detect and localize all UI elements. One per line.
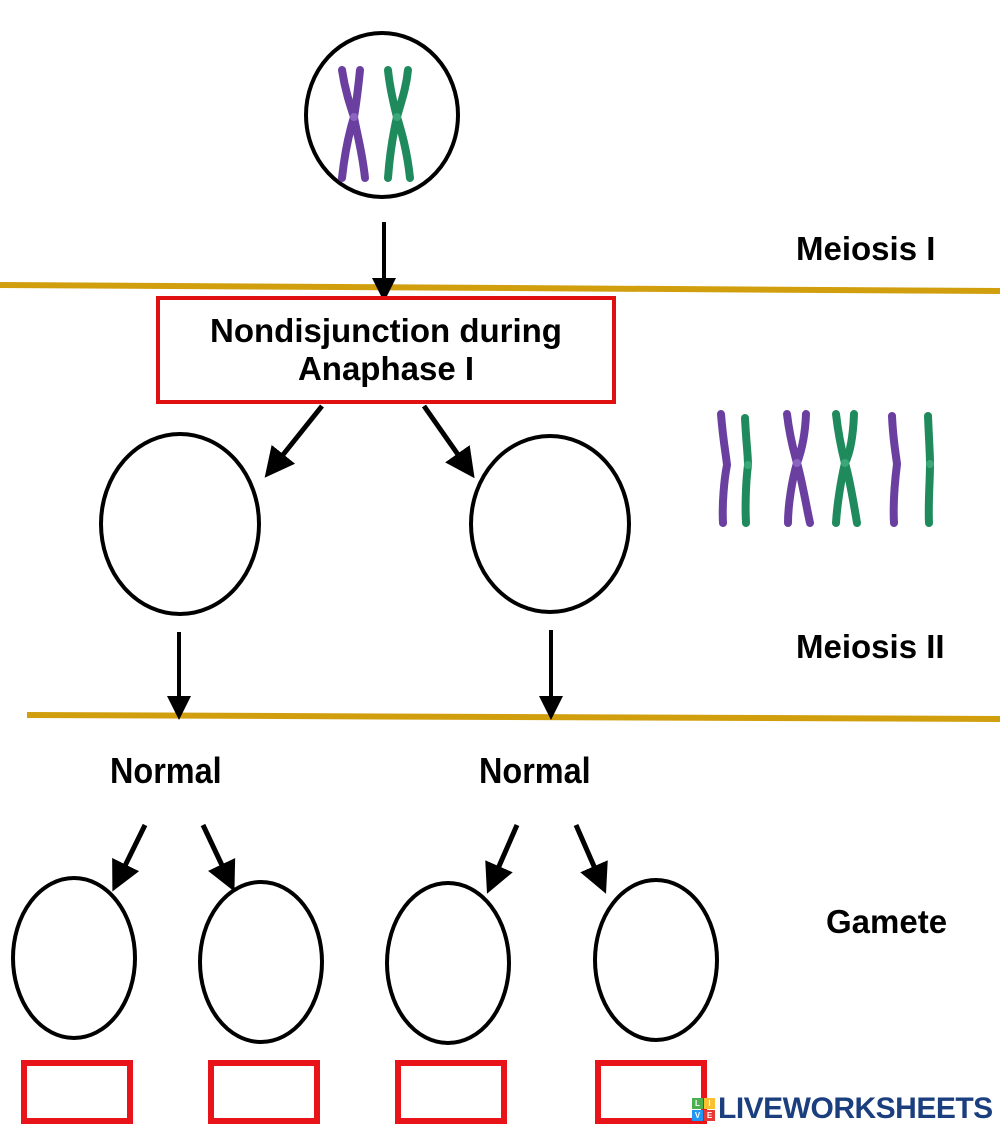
maternal-chromosome bbox=[338, 66, 369, 182]
logo-letter-v: V bbox=[692, 1109, 703, 1121]
gamete-cell-3 bbox=[385, 881, 511, 1045]
chromosome-set bbox=[717, 410, 935, 527]
liveworksheets-logo: L I V E LIVEWORKSHEETS bbox=[692, 1092, 993, 1126]
event-line-2: Anaphase I bbox=[297, 350, 475, 387]
daughter-label-1: Normal bbox=[110, 750, 222, 791]
daughter-cell-2 bbox=[469, 434, 631, 614]
meiosis-2-divider bbox=[26, 712, 1000, 722]
parent-chromosome-pair bbox=[338, 66, 414, 182]
gamete-answer-box-1[interactable] bbox=[21, 1060, 133, 1124]
nondisjunction-box: Nondisjunction during Anaphase I bbox=[156, 296, 616, 404]
stage-label-gamete: Gamete bbox=[826, 903, 948, 940]
logo-letter-i: I bbox=[704, 1097, 715, 1109]
arrow-to-gamete-3 bbox=[485, 824, 520, 894]
arrow-event-to-daughter-1 bbox=[264, 404, 324, 478]
live-logo-icon: L I V E bbox=[692, 1097, 715, 1121]
logo-letter-e: E bbox=[704, 1109, 715, 1121]
gamete-cell-2 bbox=[198, 880, 324, 1044]
stage-label-meiosis-2: Meiosis II bbox=[796, 628, 945, 665]
arrow-to-gamete-1 bbox=[112, 823, 148, 892]
logo-letter-l: L bbox=[692, 1097, 703, 1109]
daughter-cell-1 bbox=[99, 432, 261, 616]
daughter-label-2: Normal bbox=[479, 750, 591, 791]
arrow-to-gamete-2 bbox=[200, 823, 236, 892]
gamete-answer-box-2[interactable] bbox=[208, 1060, 320, 1124]
arrow-to-gamete-4 bbox=[573, 824, 608, 894]
logo-text: LIVEWORKSHEETS bbox=[718, 1092, 993, 1125]
paternal-chromosome bbox=[384, 66, 414, 182]
parent-cell bbox=[304, 31, 460, 199]
gamete-cell-4 bbox=[593, 878, 719, 1042]
arrow-event-to-daughter-2 bbox=[421, 404, 475, 479]
event-line-1: Nondisjunction during bbox=[210, 312, 562, 349]
meiosis-1-divider bbox=[0, 282, 1000, 294]
gamete-answer-box-3[interactable] bbox=[395, 1060, 507, 1124]
gamete-cell-1 bbox=[11, 876, 137, 1040]
stage-label-meiosis-1: Meiosis I bbox=[796, 230, 936, 267]
gamete-answer-box-4[interactable] bbox=[595, 1060, 707, 1124]
